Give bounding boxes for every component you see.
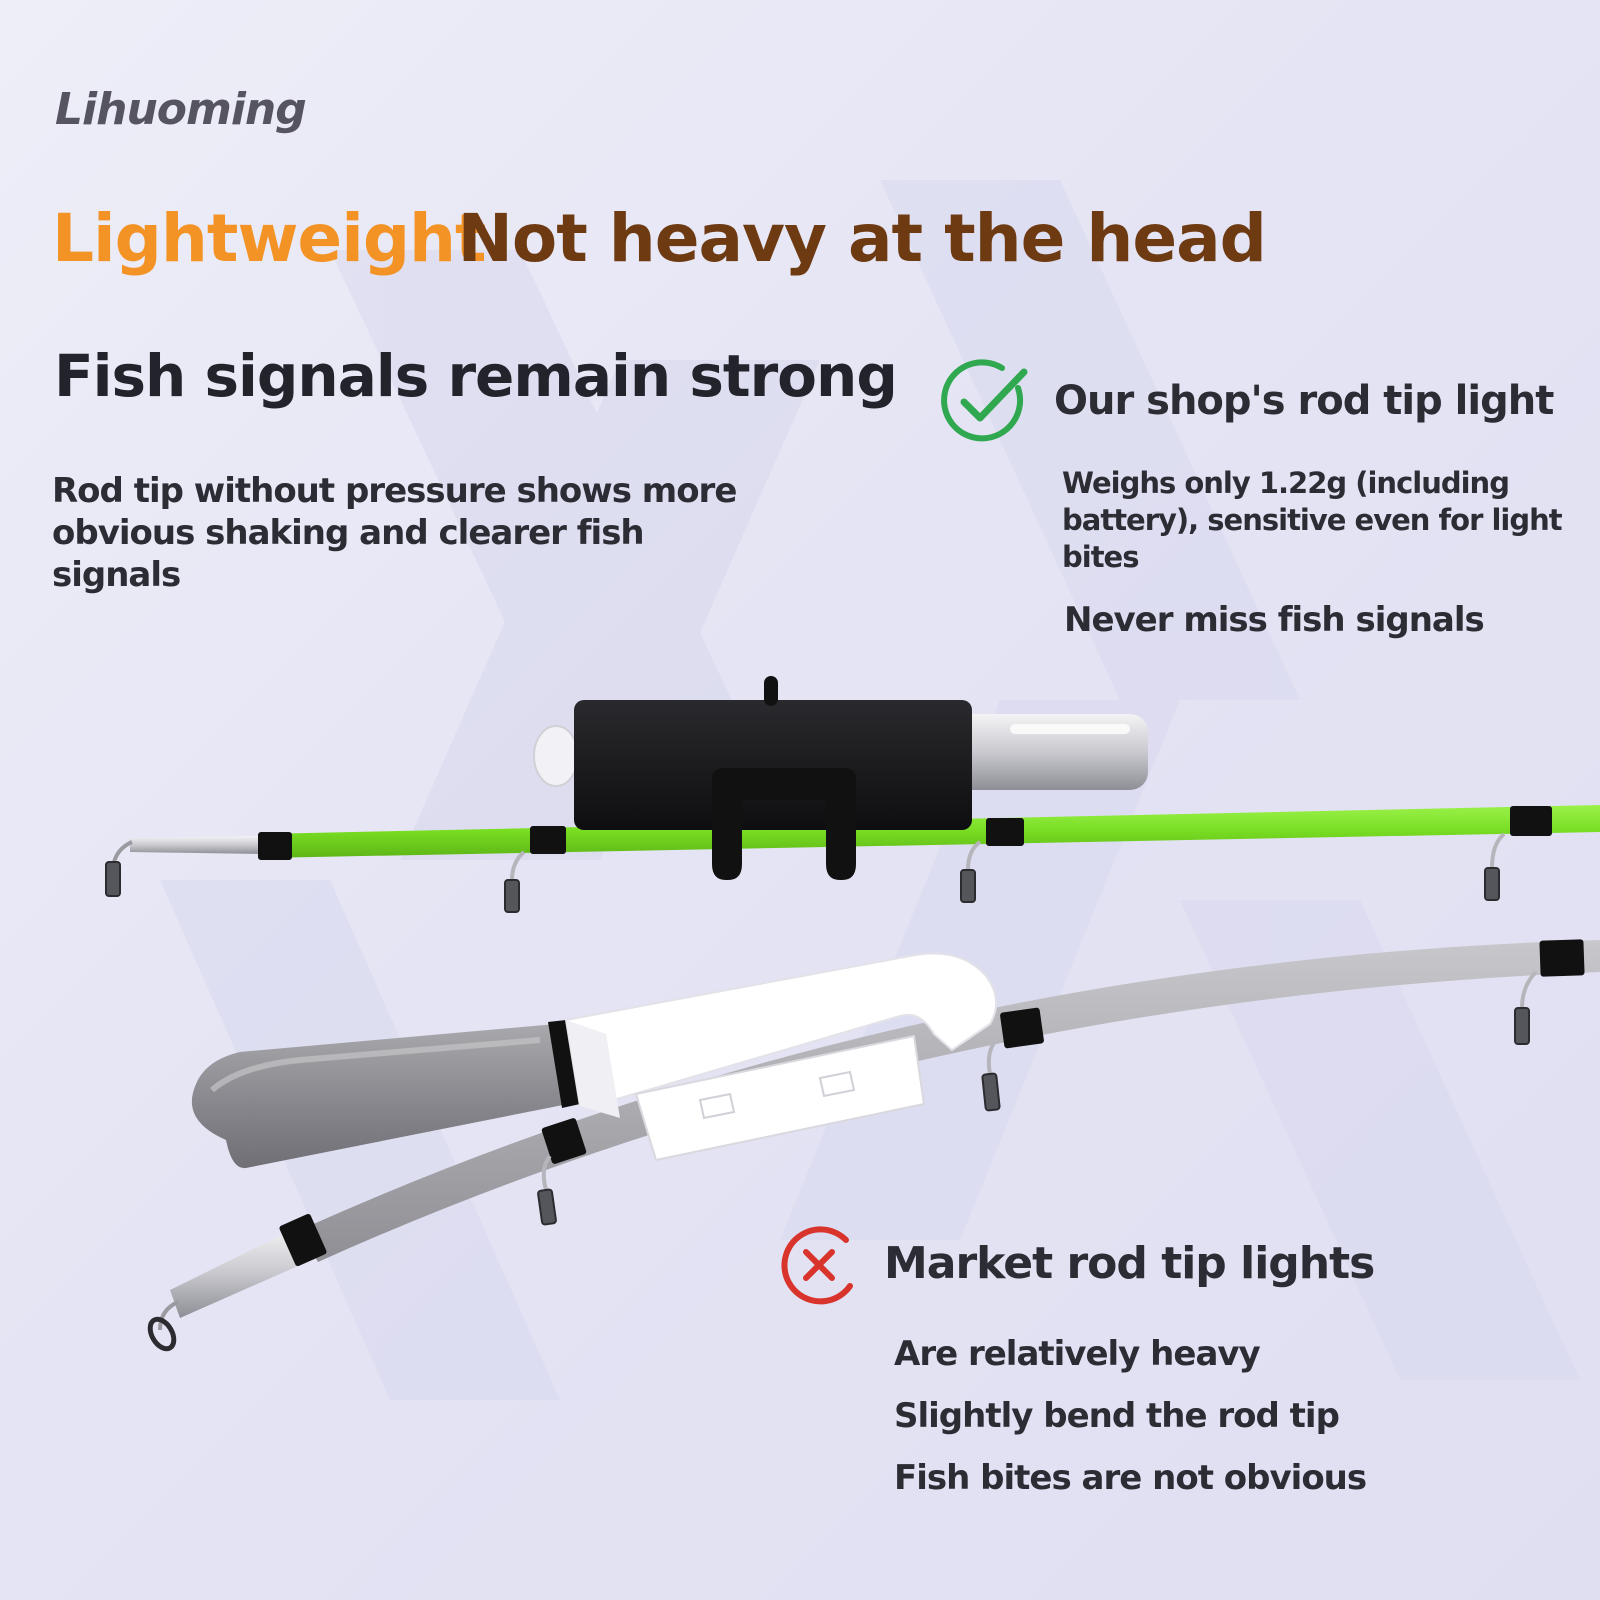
market-product-title: Market rod tip lights: [884, 1238, 1375, 1289]
our-product-description: Weighs only 1.22g (including battery), s…: [1062, 466, 1563, 574]
subheading: Fish signals remain strong: [54, 342, 898, 410]
market-rod-illustration: [147, 939, 1600, 1352]
check-circle-icon: [941, 359, 1028, 442]
x-circle-icon: [781, 1226, 853, 1305]
market-drawback-1: Are relatively heavy: [894, 1334, 1261, 1374]
market-drawback-2: Slightly bend the rod tip: [894, 1396, 1340, 1436]
our-product-title: Our shop's rod tip light: [1054, 378, 1554, 424]
market-drawback-3: Fish bites are not obvious: [894, 1458, 1367, 1498]
headline-accent: Lightweight: [52, 200, 487, 277]
brand-logo: Lihuoming: [55, 84, 307, 135]
headline-main: Not heavy at the head: [457, 200, 1267, 277]
our-product-benefit: Never miss fish signals: [1064, 600, 1485, 640]
brand-logo-text: Lihuoming: [55, 84, 307, 135]
our-rod-illustration: [105, 676, 1600, 913]
headline: LightweightNot heavy at the head: [52, 200, 1267, 277]
rod-tip-description: Rod tip without pressure shows more obvi…: [52, 471, 737, 595]
